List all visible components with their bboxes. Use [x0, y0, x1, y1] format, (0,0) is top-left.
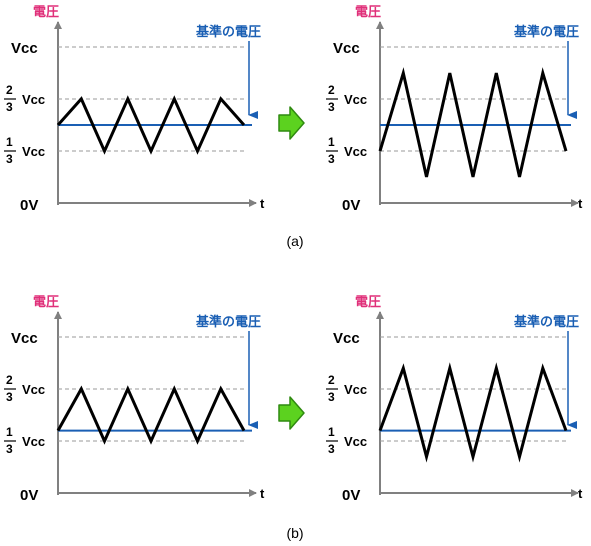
- y-axis-label: 電圧: [33, 5, 59, 20]
- fraction-denominator: 3: [328, 390, 335, 404]
- triangle-waveform: [378, 362, 568, 463]
- zero-volt-label: 0V: [342, 487, 360, 504]
- two-thirds-vcc-label: Vcc: [344, 92, 367, 107]
- fraction-numerator: 1: [328, 425, 335, 439]
- fraction-denominator: 3: [328, 442, 335, 456]
- fraction-denominator: 3: [328, 100, 335, 114]
- fraction-denominator: 3: [6, 442, 13, 456]
- diagram-b-after: 電圧 Vcc 2 3 Vcc 1 3 Vcc 0V t 基準の電圧: [326, 295, 583, 504]
- vcc-label: Vcc: [11, 330, 38, 347]
- vcc-label: Vcc: [333, 330, 360, 347]
- fraction-denominator: 3: [6, 152, 13, 166]
- caption-b: (b): [286, 525, 303, 541]
- one-third-vcc-label: Vcc: [22, 144, 45, 159]
- reference-voltage-label: 基準の電圧: [513, 24, 579, 40]
- green-right-arrow-icon: [278, 396, 305, 430]
- time-axis-label: t: [260, 486, 265, 501]
- two-thirds-vcc-label: Vcc: [344, 382, 367, 397]
- y-axis-label: 電圧: [33, 295, 59, 310]
- reference-voltage-label: 基準の電圧: [195, 24, 261, 40]
- diagram-a-after: 電圧 Vcc 2 3 Vcc 1 3 Vcc 0V t 基準の電圧: [326, 5, 583, 214]
- one-third-vcc-label: Vcc: [344, 434, 367, 449]
- zero-volt-label: 0V: [20, 197, 38, 214]
- time-axis-label: t: [578, 486, 583, 501]
- y-axis-label: 電圧: [355, 295, 381, 310]
- fraction-denominator: 3: [6, 390, 13, 404]
- vcc-label: Vcc: [333, 40, 360, 57]
- caption-a: (a): [286, 233, 303, 249]
- diagram-a-before: 電圧 Vcc 2 3 Vcc 1 3 Vcc 0V t 基準の電圧: [4, 5, 265, 214]
- fraction-denominator: 3: [6, 100, 13, 114]
- time-axis-label: t: [260, 196, 265, 211]
- vcc-label: Vcc: [11, 40, 38, 57]
- diagram-b-before: 電圧 Vcc 2 3 Vcc 1 3 Vcc 0V t 基準の電圧: [4, 295, 265, 504]
- fraction-numerator: 1: [328, 135, 335, 149]
- one-third-vcc-label: Vcc: [344, 144, 367, 159]
- green-right-arrow-icon: [278, 106, 305, 140]
- fraction-numerator: 2: [328, 83, 335, 97]
- two-thirds-vcc-label: Vcc: [22, 92, 45, 107]
- reference-voltage-label: 基準の電圧: [195, 314, 261, 330]
- zero-volt-label: 0V: [20, 487, 38, 504]
- triangle-waveform: [56, 385, 246, 445]
- one-third-vcc-label: Vcc: [22, 434, 45, 449]
- fraction-numerator: 1: [6, 425, 13, 439]
- triangle-waveform: [56, 95, 246, 155]
- fraction-numerator: 2: [6, 373, 13, 387]
- y-axis-label: 電圧: [355, 5, 381, 20]
- fraction-numerator: 2: [328, 373, 335, 387]
- two-thirds-vcc-label: Vcc: [22, 382, 45, 397]
- fraction-numerator: 2: [6, 83, 13, 97]
- fraction-numerator: 1: [6, 135, 13, 149]
- reference-voltage-label: 基準の電圧: [513, 314, 579, 330]
- triangle-waveform: [378, 67, 568, 178]
- fraction-denominator: 3: [328, 152, 335, 166]
- zero-volt-label: 0V: [342, 197, 360, 214]
- time-axis-label: t: [578, 196, 583, 211]
